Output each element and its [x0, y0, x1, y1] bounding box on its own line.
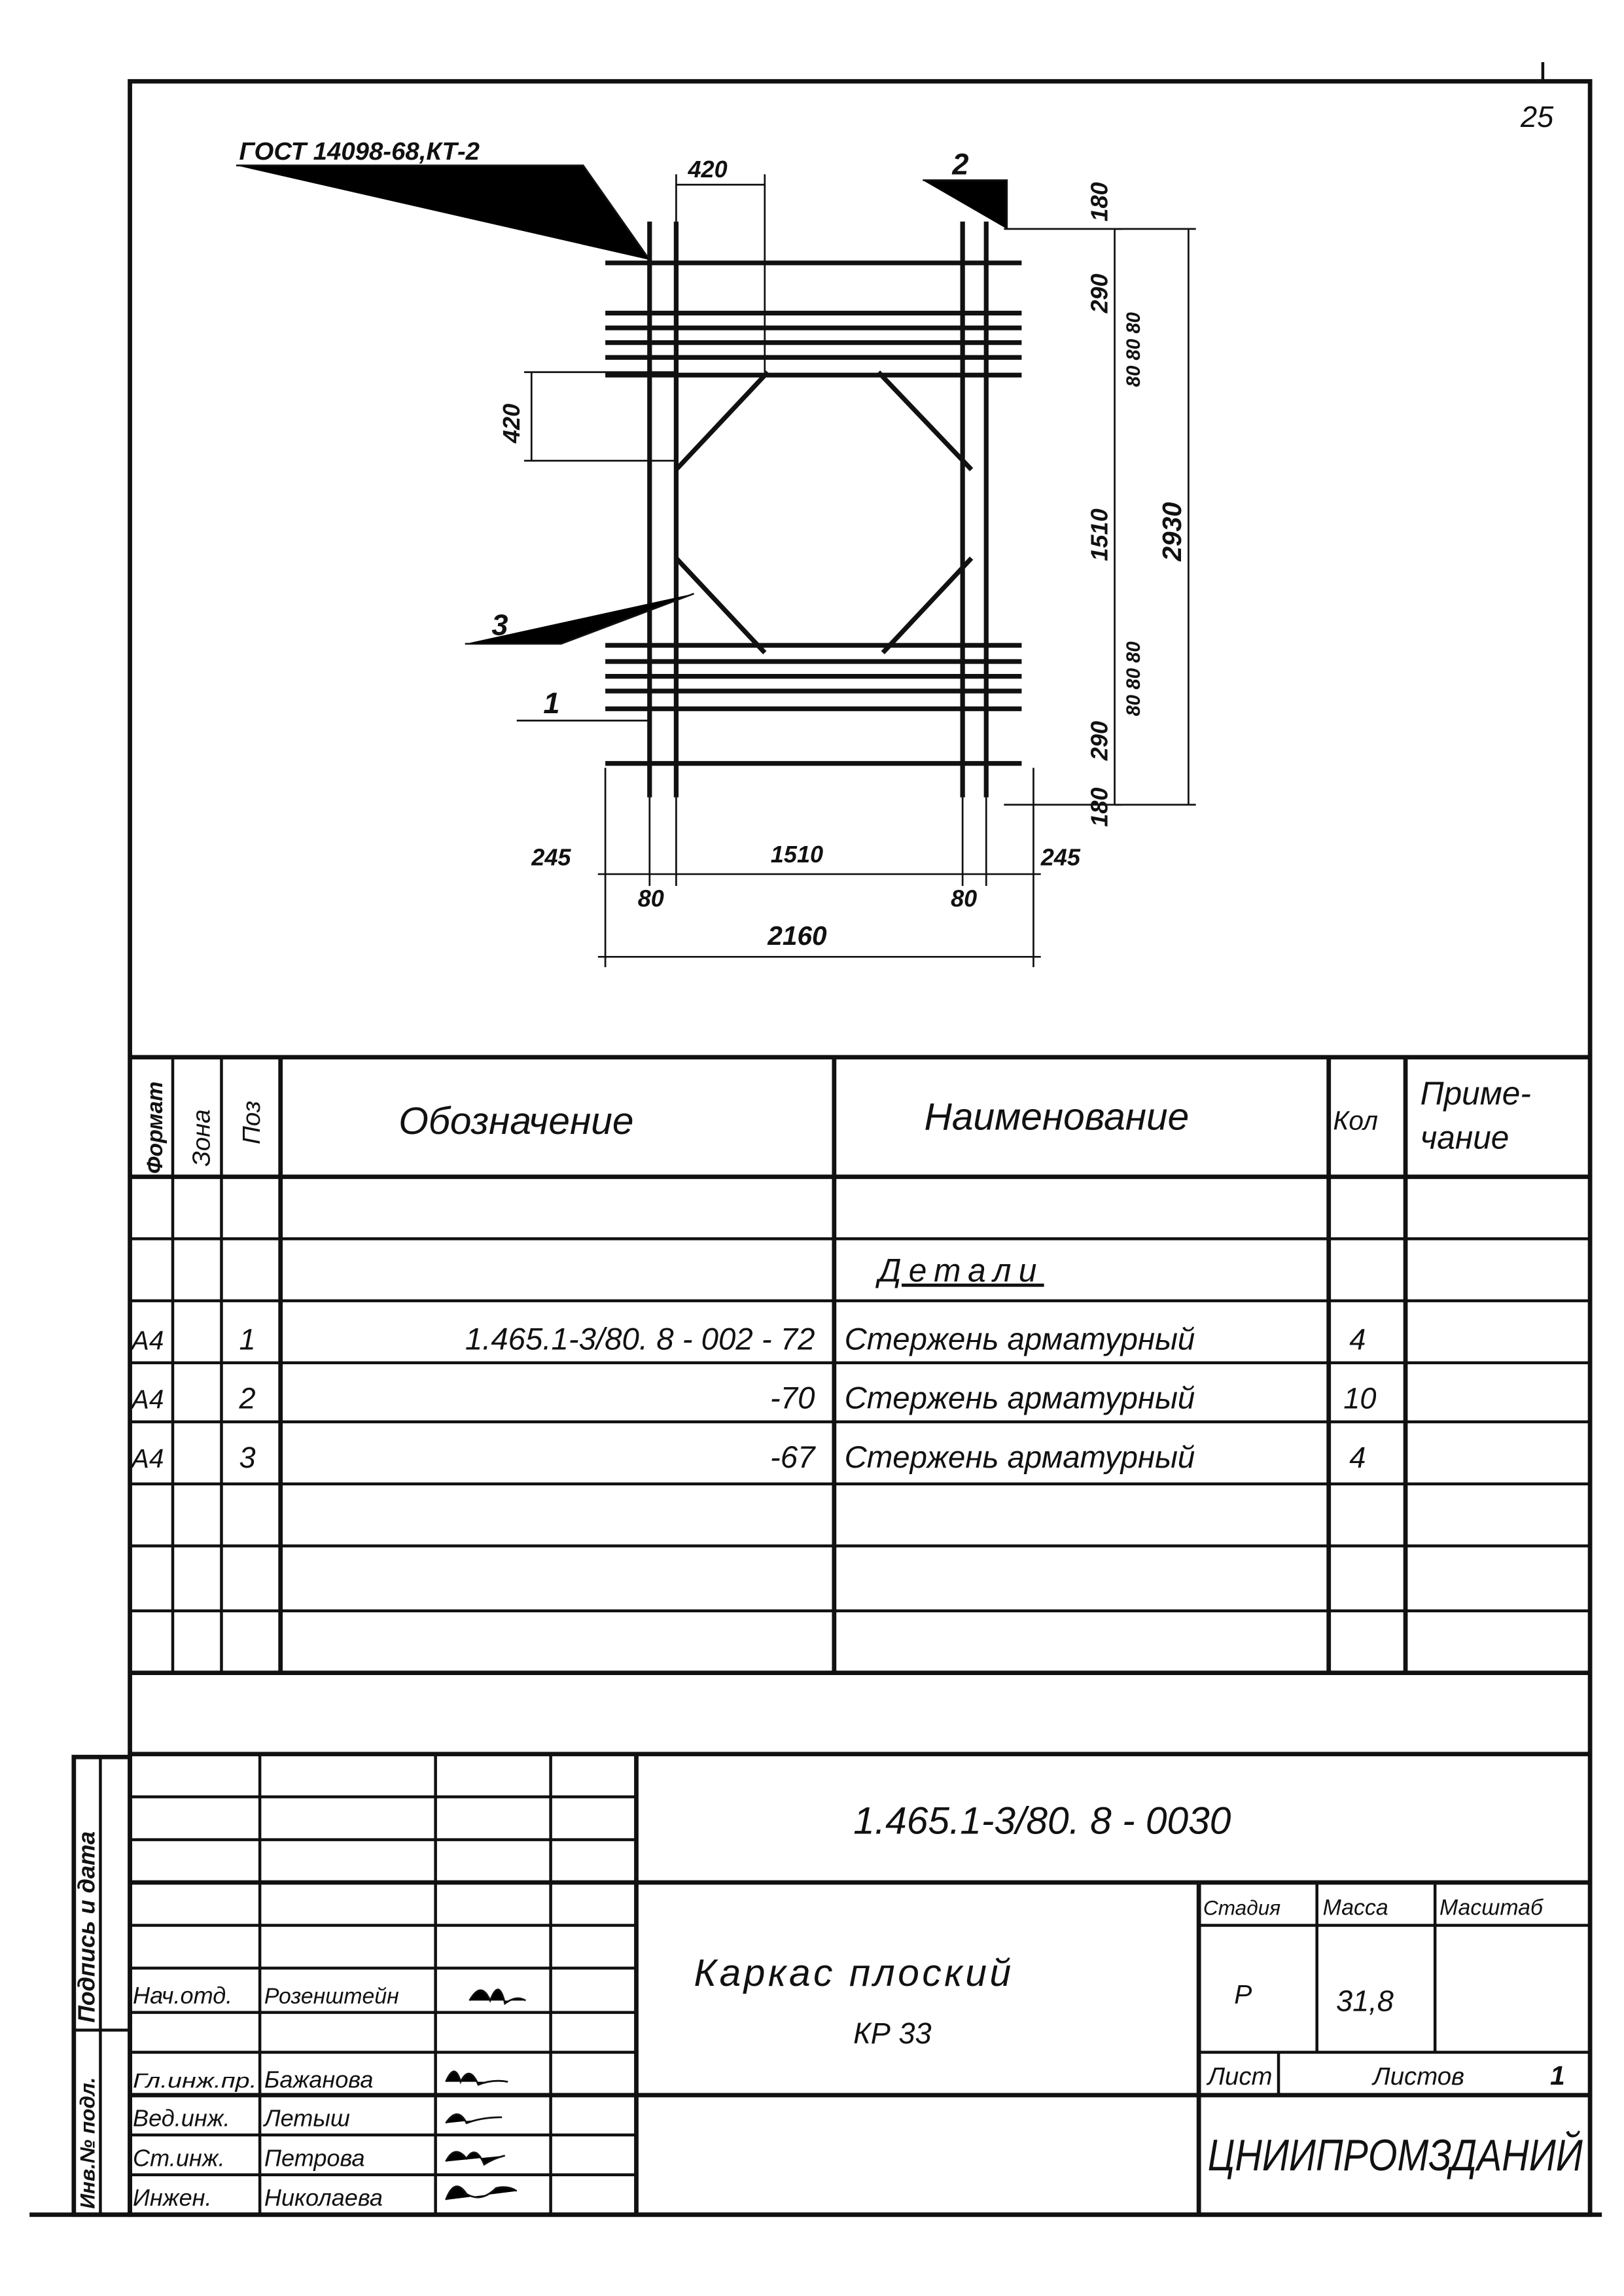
signature-row: Нач.отд. Розенштейн: [133, 1982, 399, 2009]
title-line-2: КР 33: [853, 2017, 931, 2050]
side-inv-label: Инв.№ подл.: [75, 2077, 99, 2209]
gost-label: ГОСТ 14098-68,КТ-2: [239, 137, 480, 166]
horizontal-bars: [605, 260, 1022, 766]
header-designation: Обозначение: [398, 1100, 633, 1142]
section-title: Детали: [875, 1252, 1044, 1289]
handwritten-signatures: [445, 1988, 527, 2200]
sheets-label: Листов: [1371, 2062, 1464, 2091]
row-designation: 1.465.1-3/80. 8 - 002 - 72: [465, 1322, 815, 1356]
pos-label-2: 2: [951, 147, 968, 181]
dim-right-80s-bottom: 80 80 80: [1123, 641, 1144, 716]
sheet-frame: [128, 79, 1593, 2217]
dim-bottom-1510: 1510: [771, 841, 823, 868]
header-qty: Кол: [1333, 1105, 1378, 1135]
dim-right-80s-top: 80 80 80: [1123, 311, 1144, 387]
signature-row: Гл.инж.пр. Бажанова: [133, 2066, 373, 2093]
row-qty: 4: [1349, 1322, 1366, 1356]
mass-value: 31,8: [1336, 1984, 1394, 2017]
header-note-1: Приме-: [1421, 1075, 1531, 1112]
row-format: А4: [130, 1385, 164, 1415]
dimension-lines: 420 420 180 290 80 80 80 1510 80 80 80 2…: [498, 156, 1196, 968]
document-code: 1.465.1-3/80. 8 - 0030: [853, 1800, 1231, 1843]
mass-label: Масса: [1323, 1896, 1388, 1920]
page-number: 25: [1520, 100, 1554, 133]
side-sign-label: Подпись и дата: [73, 1831, 99, 2023]
row-name: Стержень арматурный: [845, 1381, 1195, 1416]
header-zone: Зона: [187, 1109, 215, 1166]
row-pos: 3: [239, 1441, 256, 1474]
signature-name: Бажанова: [264, 2066, 374, 2093]
row-name: Стержень арматурный: [845, 1440, 1195, 1475]
dim-left-420: 420: [498, 404, 525, 444]
row-pos: 2: [239, 1382, 256, 1415]
signature-role: Гл.инж.пр.: [133, 2069, 257, 2093]
table-row: А4 2 -70 Стержень арматурный 10: [130, 1381, 1377, 1416]
dim-overall-height: 2930: [1157, 502, 1187, 562]
pos-label-3: 3: [491, 608, 508, 641]
rebar-cage-drawing: ГОСТ 14098-68,КТ-2 2 3 1 420 420 180 290…: [236, 137, 1196, 968]
pos-label-1: 1: [543, 686, 559, 720]
dim-top-420: 420: [687, 156, 727, 183]
row-format: А4: [130, 1443, 164, 1474]
dim-right-180-top: 180: [1086, 182, 1112, 221]
signature-role: Нач.отд.: [133, 1982, 232, 2009]
signature-row: Ст.инж. Петрова: [133, 2144, 365, 2171]
row-designation: -67: [770, 1440, 816, 1475]
dim-overall-width: 2160: [767, 921, 827, 951]
row-designation: -70: [770, 1381, 815, 1416]
signature-row: Вед.инж. Летыш: [133, 2104, 350, 2131]
scale-label: Масштаб: [1439, 1896, 1544, 1920]
dim-bottom-80-right: 80: [951, 885, 977, 912]
title-line-1: Каркас плоский: [694, 1952, 1014, 1994]
dim-bottom-80-left: 80: [638, 885, 664, 912]
row-name: Стержень арматурный: [845, 1322, 1195, 1356]
signature-role: Инжен.: [133, 2184, 211, 2211]
table-row: А4 1 1.465.1-3/80. 8 - 002 - 72 Стержень…: [130, 1322, 1366, 1356]
dim-right-290-bottom: 290: [1086, 721, 1112, 761]
signature-name: Розенштейн: [264, 1984, 399, 2009]
row-format: А4: [130, 1325, 164, 1355]
signature-name: Летыш: [263, 2104, 350, 2131]
header-name: Наименование: [924, 1095, 1189, 1138]
diagonal-bars: [674, 370, 974, 654]
signature-name: Николаева: [264, 2184, 383, 2211]
side-stamp: Инв.№ подл. Подпись и дата: [71, 1754, 132, 2217]
sheet-label: Лист: [1206, 2062, 1273, 2091]
dim-right-1510: 1510: [1086, 508, 1112, 561]
signature-name: Петрова: [264, 2144, 365, 2171]
dim-bottom-245-right: 245: [1040, 843, 1081, 870]
row-qty: 10: [1343, 1382, 1376, 1415]
signature-role: Вед.инж.: [133, 2104, 230, 2131]
organization-name: ЦНИИПРОМЗДАНИЙ: [1208, 2130, 1583, 2180]
sheets-value: 1: [1550, 2060, 1565, 2091]
signature-row: Инжен. Николаева: [133, 2184, 383, 2211]
header-pos: Поз: [238, 1101, 266, 1144]
row-pos: 1: [239, 1322, 256, 1356]
table-row: А4 3 -67 Стержень арматурный 4: [130, 1440, 1366, 1475]
header-format: Формат: [143, 1082, 168, 1174]
spec-table: Формат Зона Поз Обозначение Наименование…: [130, 1055, 1591, 1676]
vertical-bars: [647, 221, 989, 798]
stage-value: Р: [1234, 1979, 1252, 2009]
dim-right-180-bottom: 180: [1086, 788, 1112, 827]
header-note-2: чание: [1421, 1120, 1509, 1156]
signature-role: Ст.инж.: [133, 2144, 225, 2171]
row-qty: 4: [1349, 1441, 1366, 1474]
dim-right-290-top: 290: [1086, 274, 1112, 313]
stage-label: Стадия: [1203, 1896, 1280, 1920]
title-block: 1.465.1-3/80. 8 - 0030 Каркас плоский КР…: [130, 1752, 1591, 2215]
dim-bottom-245-left: 245: [531, 843, 571, 870]
